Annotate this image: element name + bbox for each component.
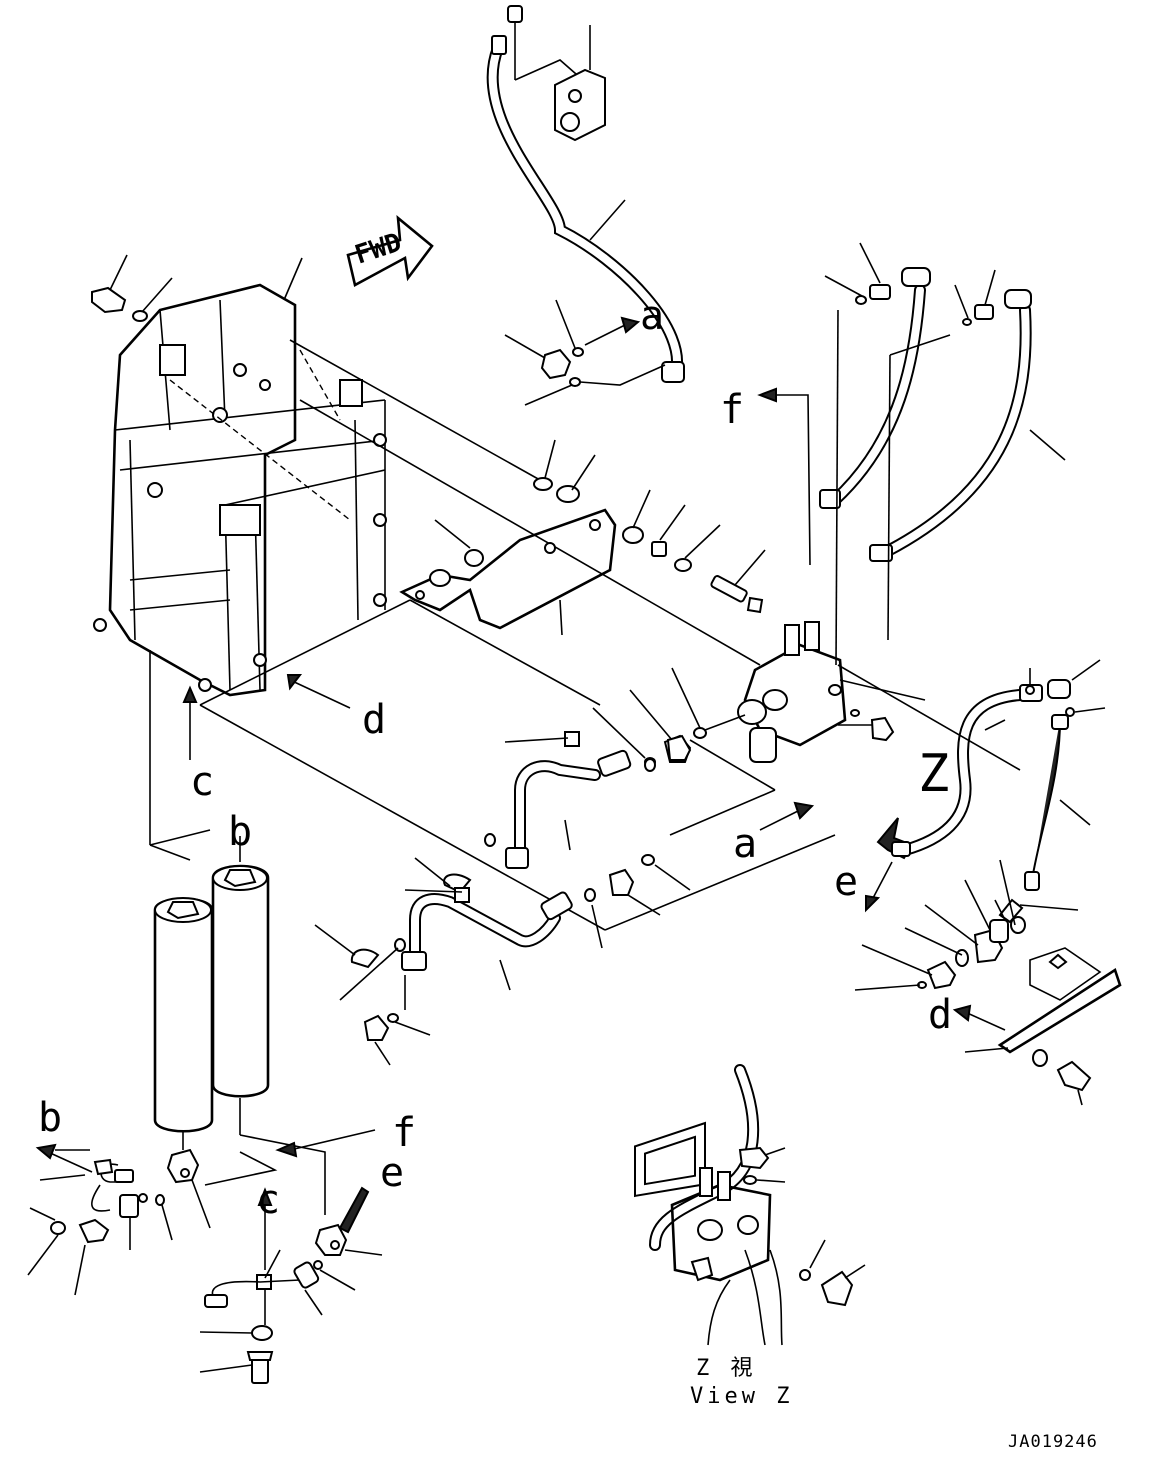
switch-assembly-b [27, 1148, 211, 1296]
callout-e-right: e [834, 859, 859, 905]
arrow-f-lower [275, 1129, 376, 1158]
callout-f-upper: f [720, 387, 745, 433]
switch-assembly-e [314, 1186, 383, 1256]
view-caption-jp: Z 視 [696, 1356, 757, 1381]
callout-c-lower: c [256, 1177, 281, 1223]
fwd-arrow-icon [346, 215, 434, 287]
top-hose-assembly [486, 5, 685, 383]
arrow-e-right [865, 861, 893, 913]
callout-e-lower: e [380, 1150, 405, 1196]
callout-z-view: Z [918, 744, 950, 804]
arrow-d-frame [286, 674, 351, 709]
right-hoses-lower [837, 659, 1106, 891]
center-tube-lower [314, 854, 691, 1066]
arrow-a-lower [759, 801, 815, 831]
control-valve [592, 621, 895, 767]
right-bracket-assembly [854, 859, 1122, 1106]
arrow-b-lower [35, 1143, 93, 1173]
fitting-upper-a [504, 299, 666, 406]
callout-d-right: d [928, 992, 953, 1038]
switch-assembly-c [199, 1187, 356, 1384]
callout-b-center: b [228, 809, 253, 855]
right-hoses-upper [757, 242, 1066, 666]
callout-a-upper: a [640, 293, 665, 339]
view-caption-en: View Z [690, 1384, 794, 1409]
bolt-set-top-left [91, 254, 303, 322]
arrow-d-right [952, 1004, 1006, 1031]
callout-a-lower: a [733, 821, 758, 867]
drawing-code: JA019246 [1008, 1432, 1098, 1452]
main-frame [93, 283, 387, 697]
filter-cartridges [153, 836, 326, 1215]
view-z-inset [634, 1064, 866, 1346]
center-tube-upper [414, 731, 692, 894]
arrow-b-frame [149, 829, 211, 846]
callout-f-lower: f [392, 1110, 417, 1156]
callout-c-center: c [190, 759, 215, 805]
leader-lines [149, 339, 836, 931]
bolt-stack-bracket [429, 439, 766, 614]
arrow-c-frame [182, 685, 198, 760]
callout-d-center: d [362, 697, 387, 743]
callout-b-left: b [38, 1095, 63, 1141]
mounting-bracket [399, 508, 617, 636]
